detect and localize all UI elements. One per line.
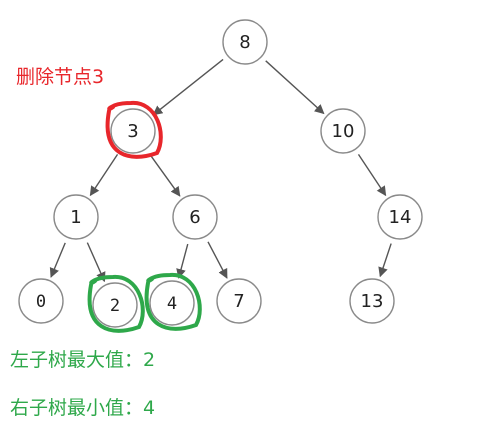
node-3: 3 [110,108,156,154]
node-0: 0 [18,278,64,324]
edge-6-7 [207,241,228,279]
candidate-highlight-circle [87,274,145,333]
node-circle [216,278,262,324]
node-1: 1 [53,194,99,240]
edge-1-0 [49,242,66,278]
delete-node-label: 删除节点3 [16,66,105,88]
node-label: 1 [70,207,81,228]
node-circle [222,19,268,65]
node-label: 13 [361,291,384,312]
node-14: 14 [377,194,423,240]
node-label: 8 [239,32,250,53]
node-label: 0 [36,292,46,312]
node-label: 14 [389,207,412,228]
node-label: 10 [332,121,355,142]
node-circle [320,108,366,154]
node-circle [149,280,195,326]
left-subtree-max-label: 左子树最大值：2 [10,349,156,371]
node-circle [18,278,64,324]
node-label: 2 [110,296,120,316]
edge-10-14 [357,153,387,197]
node-6: 6 [172,194,218,240]
edge-3-6 [148,153,181,197]
node-label: 7 [233,291,244,312]
edge-8-3 [152,58,224,116]
node-label: 4 [167,294,177,314]
delete-highlight-circle [105,100,163,159]
node-4: 4 [149,280,195,326]
edge-6-4 [176,243,189,279]
node-13: 13 [349,278,395,324]
edge-8-10 [265,60,325,115]
candidate-highlight-circle [144,272,202,331]
node-circle [377,194,423,240]
node-label: 6 [189,207,200,228]
node-2: 2 [92,282,138,328]
node-circle [172,194,218,240]
node-8: 8 [222,19,268,65]
node-10: 10 [320,108,366,154]
node-circle [349,278,395,324]
node-circle [110,108,156,154]
node-circle [53,194,99,240]
node-label: 3 [127,121,138,142]
node-7: 7 [216,278,262,324]
node-circle [92,282,138,328]
edge-3-1 [89,153,119,197]
edge-1-2 [86,242,106,283]
edge-14-13 [378,243,392,278]
right-subtree-min-label: 右子树最小值：4 [10,397,156,419]
